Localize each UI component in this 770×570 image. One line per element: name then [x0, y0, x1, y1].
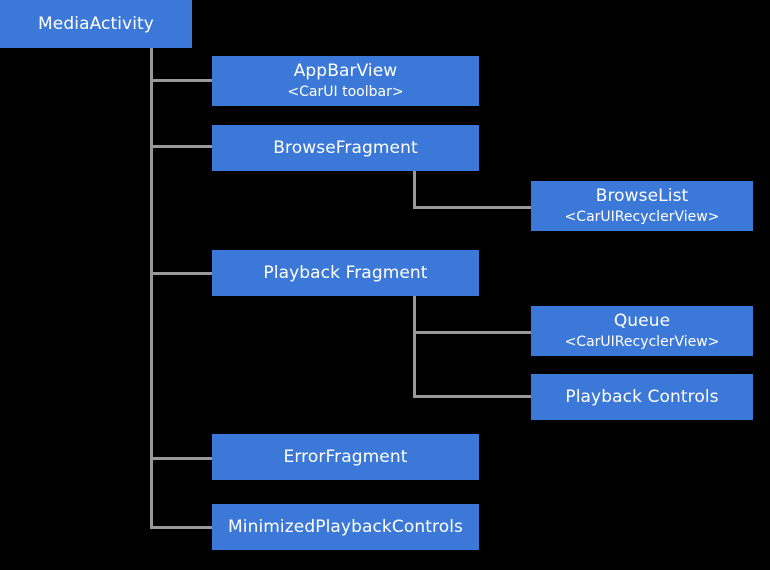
- node-subtitle: <CarUI toolbar>: [287, 83, 404, 100]
- node-queue[interactable]: Queue<CarUIRecyclerView>: [531, 306, 753, 356]
- node-media-activity[interactable]: MediaActivity: [0, 0, 192, 48]
- node-title: Queue: [613, 311, 671, 332]
- node-title: MinimizedPlaybackControls: [227, 516, 463, 537]
- edge-branch-queue: [413, 331, 533, 334]
- node-title: AppBarView: [293, 61, 398, 82]
- node-title: BrowseList: [595, 186, 689, 207]
- edge-trunk-playback-sub: [413, 296, 416, 398]
- edge-trunk-main: [150, 48, 153, 529]
- node-title: Playback Fragment: [263, 262, 428, 283]
- node-app-bar-view[interactable]: AppBarView<CarUI toolbar>: [212, 56, 479, 106]
- node-minimized-playback-controls[interactable]: MinimizedPlaybackControls: [212, 504, 479, 550]
- edge-branch-app-bar-view: [150, 79, 214, 82]
- node-title: BrowseFragment: [273, 137, 418, 158]
- node-title: ErrorFragment: [283, 446, 408, 467]
- edge-branch-browse-list: [413, 206, 533, 209]
- node-error-fragment[interactable]: ErrorFragment: [212, 434, 479, 480]
- edge-branch-playback-fragment: [150, 272, 214, 275]
- node-browse-fragment[interactable]: BrowseFragment: [212, 125, 479, 171]
- node-playback-controls[interactable]: Playback Controls: [531, 374, 753, 420]
- edge-trunk-browse-sub: [413, 171, 416, 209]
- edge-branch-browse-fragment: [150, 145, 214, 148]
- node-browse-list[interactable]: BrowseList<CarUIRecyclerView>: [531, 181, 753, 231]
- node-title: Playback Controls: [565, 386, 719, 407]
- node-title: MediaActivity: [38, 13, 154, 34]
- node-subtitle: <CarUIRecyclerView>: [564, 333, 720, 350]
- edge-branch-playback-controls: [413, 395, 533, 398]
- node-playback-fragment[interactable]: Playback Fragment: [212, 250, 479, 296]
- node-subtitle: <CarUIRecyclerView>: [564, 208, 720, 225]
- edge-branch-error-fragment: [150, 457, 214, 460]
- edge-branch-minimized: [150, 526, 214, 529]
